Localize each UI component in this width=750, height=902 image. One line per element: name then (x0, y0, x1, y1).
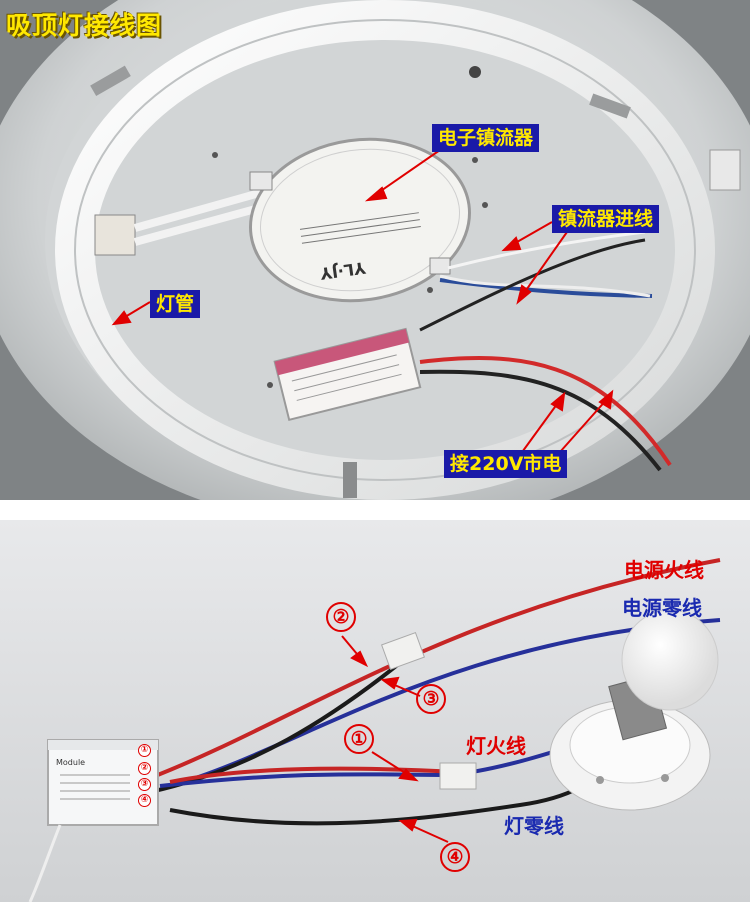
sensor-module (273, 327, 422, 422)
wire-lamp-live (159, 738, 591, 788)
tube-connector (94, 214, 136, 256)
marker-4: ④ (440, 842, 470, 872)
label-lamp-neutral: 灯零线 (504, 814, 564, 838)
label-electronic-ballast: 电子镇流器 (432, 124, 540, 152)
marker-2: ② (326, 602, 356, 632)
module-label: Module (56, 758, 86, 767)
label-lamp-live: 灯火线 (466, 734, 526, 758)
electronic-ballast (249, 137, 471, 303)
marker-3: ③ (416, 684, 446, 714)
label-power-neutral: 电源零线 (622, 596, 702, 620)
label-mains-220v: 接220V市电 (444, 450, 568, 478)
label-power-live: 电源火线 (624, 558, 704, 582)
marker-1: ① (344, 724, 374, 754)
module-terminal-4: ④ (138, 794, 151, 807)
module-terminal-3: ③ (138, 778, 151, 791)
label-tube: 灯管 (150, 290, 201, 318)
wiring-photo: 电源火线 电源零线 灯火线 灯零线 ② ③ ① ④ Module ① ② ③ ④ (0, 520, 750, 902)
module-terminal-1: ① (138, 744, 151, 757)
panel-separator (0, 500, 750, 520)
diagram-title: 吸顶灯接线图 (6, 11, 163, 40)
wiring-illustration (0, 520, 750, 902)
label-ballast-input: 镇流器进线 (552, 205, 660, 233)
ceiling-light-photo: YL·JY (0, 0, 750, 500)
led-bulb (621, 609, 719, 711)
module-terminal-2: ② (138, 762, 151, 775)
ceiling-light-illustration: YL·JY (0, 0, 750, 500)
